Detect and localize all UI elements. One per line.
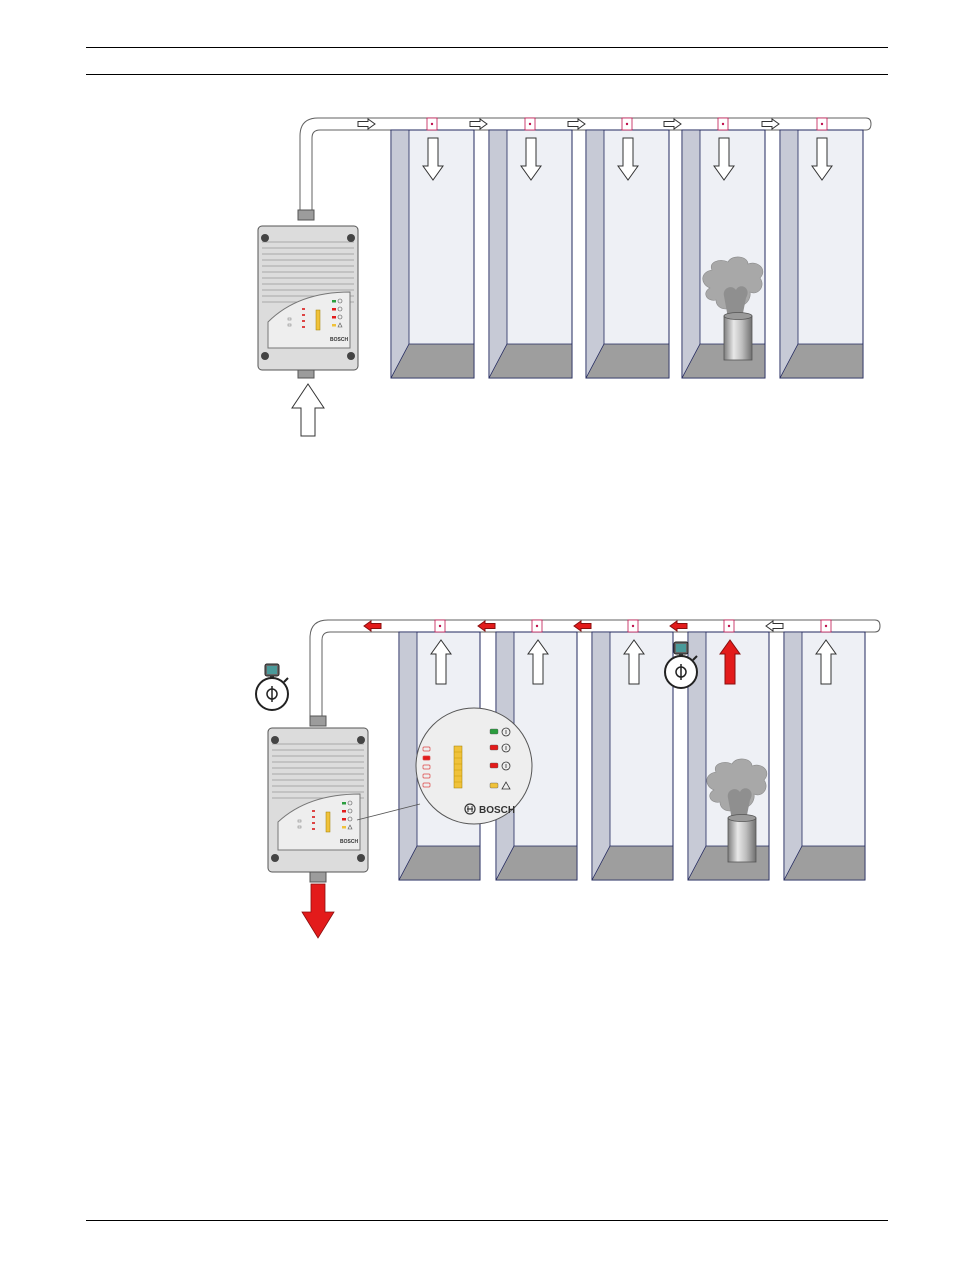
sampling-hole-dot: [439, 625, 441, 627]
top-figure: BOSCH: [258, 118, 871, 436]
status-led: [490, 783, 498, 788]
sampling-hole-dot: [728, 625, 730, 627]
cabinet-side-wall: [682, 130, 700, 378]
bottom-figure: BOSCH: [256, 620, 880, 938]
status-led: [490, 729, 498, 734]
sampling-hole-dot: [431, 123, 433, 125]
sampling-hole-dot: [626, 123, 628, 125]
cabinet-side-wall: [586, 130, 604, 378]
detector-brand: BOSCH: [330, 337, 348, 343]
cabinet-side-wall: [391, 130, 409, 378]
sampling-hole-dot: [821, 123, 823, 125]
sampling-hole-dot: [529, 123, 531, 125]
top-detector: BOSCH: [258, 210, 358, 378]
smoke-can: [728, 818, 756, 862]
cabinet-side-wall: [780, 130, 798, 378]
status-led: [490, 763, 498, 768]
cabinet-side-wall: [489, 130, 507, 378]
top-cabinets: [391, 130, 863, 378]
detector-brand: BOSCH: [340, 839, 358, 845]
stopwatch-icon: [256, 664, 288, 710]
bottom-exhaust-arrow: [302, 884, 334, 938]
sampling-hole-dot: [536, 625, 538, 627]
status-led: [490, 745, 498, 750]
bottom-detector: BOSCH: [268, 716, 368, 882]
top-intake-arrow: [292, 384, 324, 436]
smoke-can: [724, 316, 752, 360]
cabinet-side-wall: [592, 632, 610, 880]
magnified-brand: BOSCH: [479, 805, 515, 816]
sampling-hole-dot: [722, 123, 724, 125]
cabinet-side-wall: [784, 632, 802, 880]
sampling-hole-dot: [825, 625, 827, 627]
cabinet-side-wall: [399, 632, 417, 880]
sampling-hole-dot: [632, 625, 634, 627]
magnified-panel: BOSCH: [416, 708, 532, 824]
